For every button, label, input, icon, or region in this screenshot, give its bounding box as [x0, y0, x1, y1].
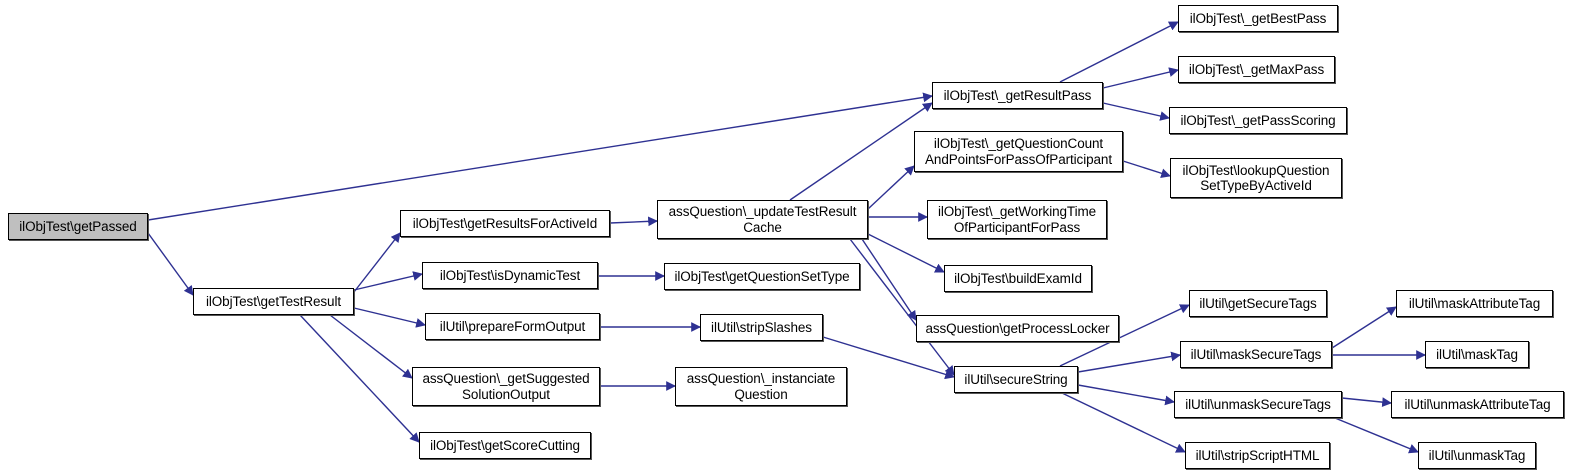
graph-node-unmaskSecureTags[interactable]: ilUtil\unmaskSecureTags	[1174, 391, 1342, 418]
graph-node-getBestPass[interactable]: ilObjTest\_getBestPass	[1178, 5, 1338, 32]
graph-edge-updateTestResultCache-to-getProcessLocker	[861, 238, 917, 321]
graph-node-getResultPass[interactable]: ilObjTest\_getResultPass	[932, 82, 1103, 109]
graph-edge-getPassed-to-getTestResult	[147, 232, 194, 296]
graph-edge-updateTestResultCache-to-buildExamId	[867, 233, 945, 273]
graph-edge-maskSecureTags-to-maskAttributeTag	[1331, 306, 1397, 349]
graph-edge-getTestResult-to-getResultsForActiveId	[353, 232, 401, 293]
graph-node-isDynamicTest[interactable]: ilObjTest\isDynamicTest	[422, 262, 598, 289]
graph-edge-secureString-to-unmaskSecureTags	[1077, 384, 1175, 406]
graph-edge-updateTestResultCache-to-getResultPass	[789, 102, 933, 201]
graph-node-getScoreCutting[interactable]: ilObjTest\getScoreCutting	[419, 432, 591, 459]
graph-edge-getTestResult-to-isDynamicTest	[353, 271, 423, 291]
graph-node-getPassScoring[interactable]: ilObjTest\_getPassScoring	[1169, 107, 1347, 134]
graph-edge-secureString-to-maskSecureTags	[1077, 351, 1181, 373]
graph-node-getProcessLocker[interactable]: assQuestion\getProcessLocker	[916, 315, 1119, 342]
graph-node-getPassed[interactable]: ilObjTest\getPassed	[8, 213, 148, 240]
graph-node-getQuestionCount[interactable]: ilObjTest\_getQuestionCount AndPointsFor…	[914, 131, 1123, 172]
graph-node-getMaxPass[interactable]: ilObjTest\_getMaxPass	[1178, 56, 1335, 83]
graph-edge-getQuestionCount-to-lookupQuestionSetType	[1122, 160, 1171, 178]
graph-edge-getTestResult-to-prepareFormOutput	[353, 307, 426, 328]
graph-edge-updateTestResultCache-to-getQuestionCount	[867, 165, 915, 210]
graph-edge-getResultPass-to-getBestPass	[1059, 21, 1179, 83]
graph-node-instanciateQuestion[interactable]: assQuestion\_instanciate Question	[675, 367, 847, 406]
graph-node-buildExamId[interactable]: ilObjTest\buildExamId	[944, 265, 1092, 292]
graph-edge-getResultPass-to-getPassScoring	[1102, 102, 1170, 121]
graph-node-maskAttributeTag[interactable]: ilUtil\maskAttributeTag	[1396, 290, 1553, 317]
graph-edge-getTestResult-to-getSuggestedSolution	[329, 314, 413, 379]
graph-node-getQuestionSetType[interactable]: ilObjTest\getQuestionSetType	[664, 263, 860, 290]
graph-node-getResultsForActiveId[interactable]: ilObjTest\getResultsForActiveId	[400, 210, 610, 237]
graph-node-getTestResult[interactable]: ilObjTest\getTestResult	[193, 288, 354, 315]
graph-edge-getResultPass-to-getMaxPass	[1102, 67, 1179, 89]
graph-node-stripSlashes[interactable]: ilUtil\stripSlashes	[700, 314, 823, 341]
graph-edge-updateTestResultCache-to-secureString	[849, 238, 955, 376]
graph-node-getWorkingTime[interactable]: ilObjTest\_getWorkingTime OfParticipantF…	[927, 200, 1107, 239]
graph-node-prepareFormOutput[interactable]: ilUtil\prepareFormOutput	[425, 313, 600, 340]
graph-node-unmaskAttributeTag[interactable]: ilUtil\unmaskAttributeTag	[1391, 391, 1564, 418]
graph-edge-unmaskSecureTags-to-unmaskTag	[1334, 417, 1419, 454]
graph-edge-getTestResult-to-getScoreCutting	[299, 314, 420, 443]
graph-node-getSuggestedSolution[interactable]: assQuestion\_getSuggested SolutionOutput	[412, 367, 600, 406]
graph-node-lookupQuestionSetType[interactable]: ilObjTest\lookupQuestion SetTypeByActive…	[1170, 158, 1342, 198]
graph-node-maskSecureTags[interactable]: ilUtil\maskSecureTags	[1180, 341, 1332, 368]
graph-node-stripScriptHTML[interactable]: ilUtil\stripScriptHTML	[1185, 442, 1330, 469]
graph-node-secureString[interactable]: ilUtil\secureString	[954, 366, 1078, 393]
graph-edge-unmaskSecureTags-to-unmaskAttributeTag	[1341, 397, 1392, 407]
graph-node-updateTestResultCache[interactable]: assQuestion\_updateTestResult Cache	[657, 200, 868, 239]
graph-node-maskTag[interactable]: ilUtil\maskTag	[1425, 341, 1529, 368]
graph-edge-getResultsForActiveId-to-updateTestResultCache	[609, 216, 658, 227]
graph-edge-secureString-to-stripScriptHTML	[1061, 392, 1186, 453]
graph-node-getSecureTags[interactable]: ilUtil\getSecureTags	[1189, 290, 1327, 317]
graph-node-unmaskTag[interactable]: ilUtil\unmaskTag	[1418, 442, 1536, 469]
